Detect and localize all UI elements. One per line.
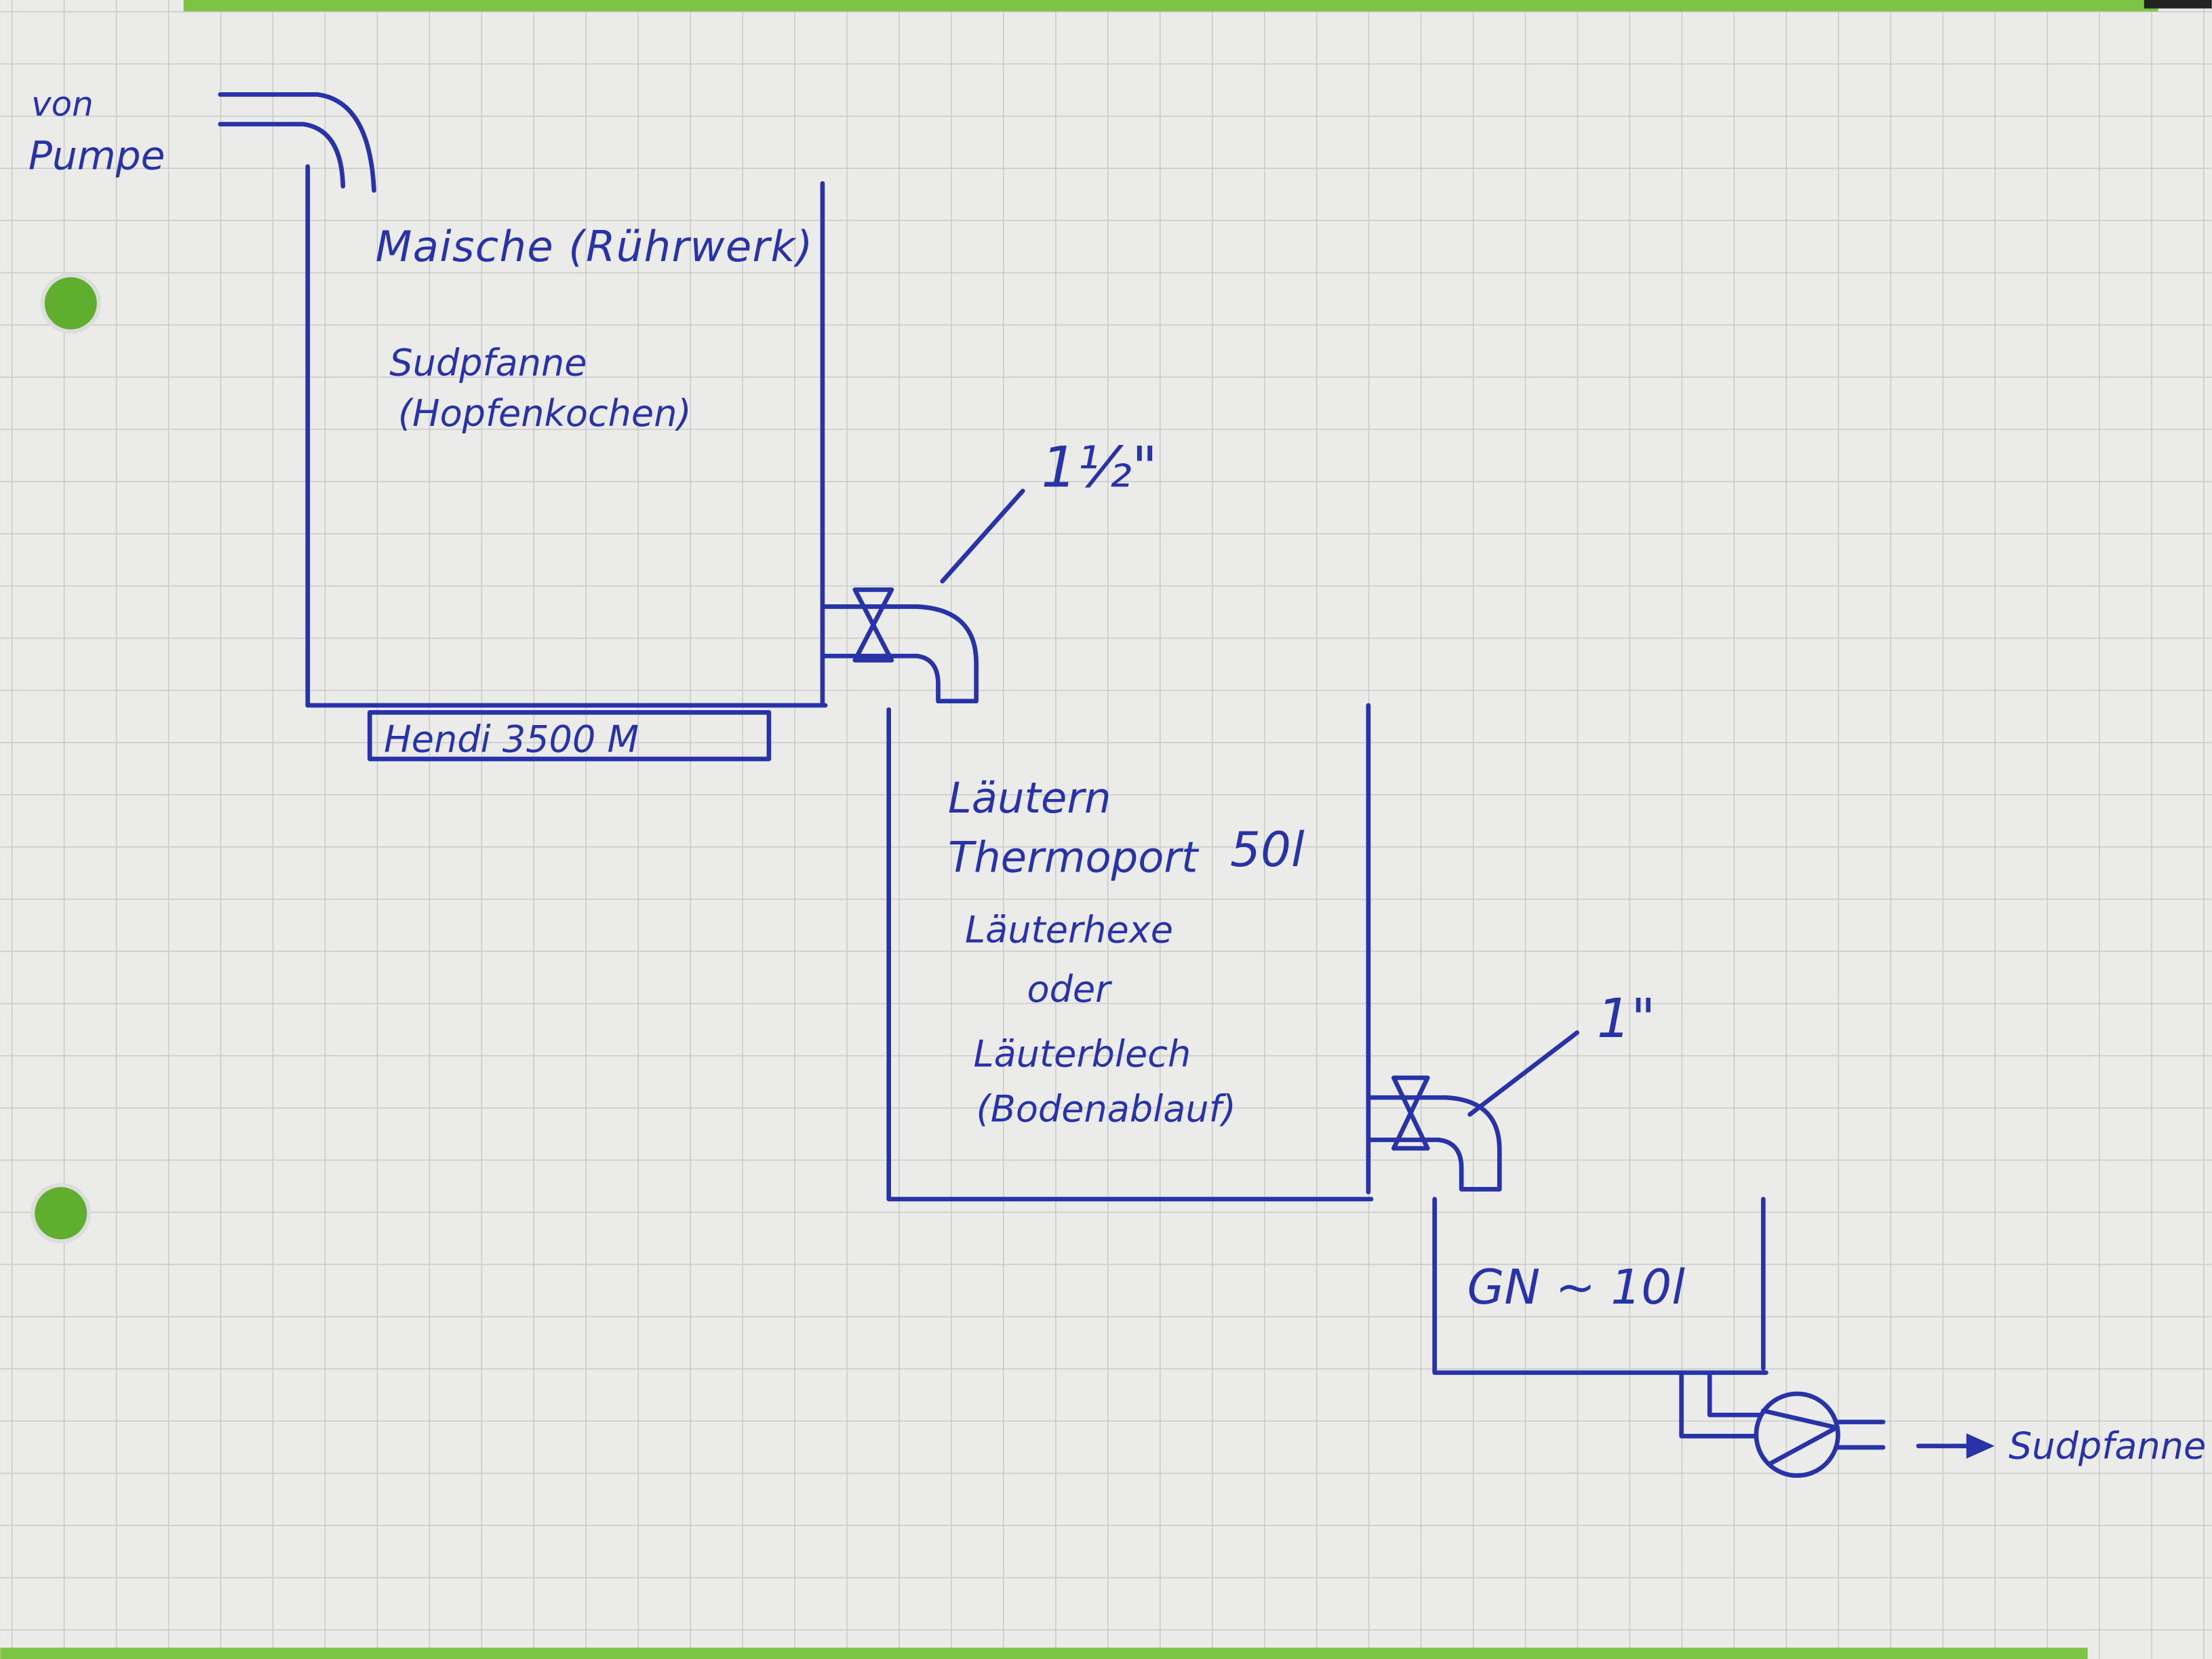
grant-tank-label: GN ~ 10l (1467, 1259, 1685, 1315)
lauter-line-3: Läuterhexe (965, 908, 1173, 951)
punch-hole-top (40, 273, 102, 334)
lauter-line-1: Läutern (948, 773, 1111, 823)
punch-hole-bottom (31, 1183, 92, 1244)
mash-tank-subtitle-1: Sudpfanne (389, 341, 587, 384)
grant-tank (1432, 1196, 1769, 1375)
mash-tank (305, 164, 828, 708)
lauter-line-6: (Bodenablauf) (976, 1088, 1236, 1131)
arrow-right-icon (1916, 1433, 1995, 1459)
inlet-label-pumpe: Pumpe (28, 133, 165, 179)
pump-icon (1754, 1391, 1886, 1478)
binder-edge-bottom (0, 1647, 2088, 1659)
inlet-pipe (218, 92, 376, 193)
lauter-line-2: Thermoport (948, 832, 1200, 882)
hendi-induction-plate (367, 710, 772, 762)
binder-edge-top (183, 0, 2158, 12)
valve-2-icon (1368, 1075, 1502, 1192)
hendi-label: Hendi 3500 M (384, 718, 639, 761)
lauter-volume: 50l (1230, 821, 1305, 878)
mash-tank-title: Maische (Rührwerk) (376, 222, 813, 271)
valve-1-leader-line (940, 488, 1025, 584)
mash-tank-subtitle-2: (Hopfenkochen) (398, 392, 692, 435)
valve-2-size-label: 1" (1597, 988, 1656, 1050)
lauter-line-4: oder (1027, 968, 1113, 1011)
lauter-tank (886, 703, 1374, 1202)
valve-2-leader-line (1467, 1030, 1580, 1117)
valve-1-icon (823, 587, 979, 704)
pump-pipe (1679, 1373, 1763, 1439)
outlet-label: Sudpfanne (2009, 1425, 2206, 1468)
lauter-line-5: Läuterblech (973, 1032, 1191, 1075)
inlet-label-von: von (31, 85, 94, 124)
table-corner (2144, 0, 2212, 9)
valve-1-size-label: 1½" (1041, 435, 1158, 501)
